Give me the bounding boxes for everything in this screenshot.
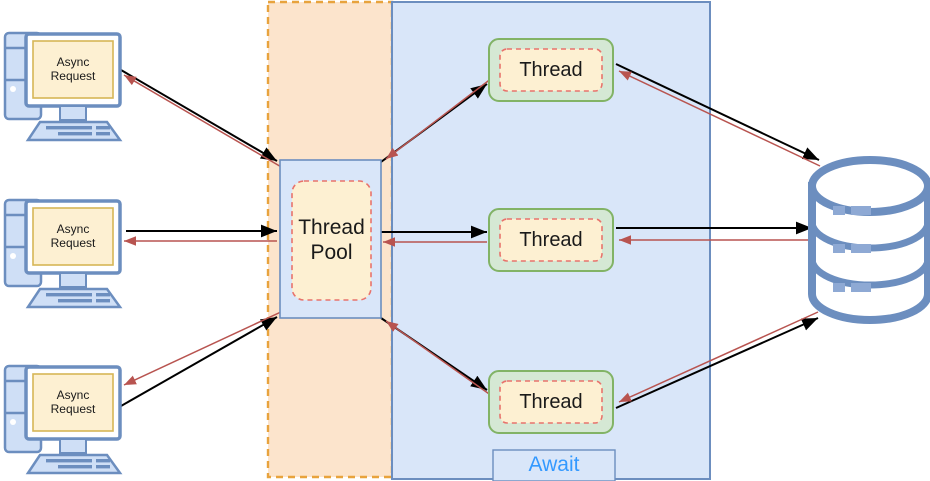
arrow-db-to-thread3 xyxy=(618,311,819,403)
thread-pool-box[interactable] xyxy=(279,159,382,319)
thread-box-3[interactable] xyxy=(488,370,614,434)
arrow-db-to-thread1 xyxy=(618,70,821,167)
client-computer-3[interactable] xyxy=(3,364,123,475)
client-computer-2[interactable] xyxy=(3,198,123,309)
arrow-pool-to-client1 xyxy=(123,74,284,169)
arrow-pool-to-client3 xyxy=(123,310,284,386)
arrow-client3-to-pool xyxy=(120,316,278,407)
arrow-thread1-to-pool xyxy=(385,77,493,160)
database-cylinder[interactable] xyxy=(808,156,930,324)
thread-box-1[interactable] xyxy=(488,38,614,102)
thread-box-2[interactable] xyxy=(488,208,614,272)
arrow-client1-to-pool xyxy=(120,69,278,162)
await-label-box xyxy=(492,449,616,481)
arrow-thread3-to-db xyxy=(615,317,819,409)
arrow-thread1-to-db xyxy=(615,63,820,161)
client-computer-1[interactable] xyxy=(3,31,123,142)
arrow-thread3-to-pool xyxy=(385,320,493,397)
